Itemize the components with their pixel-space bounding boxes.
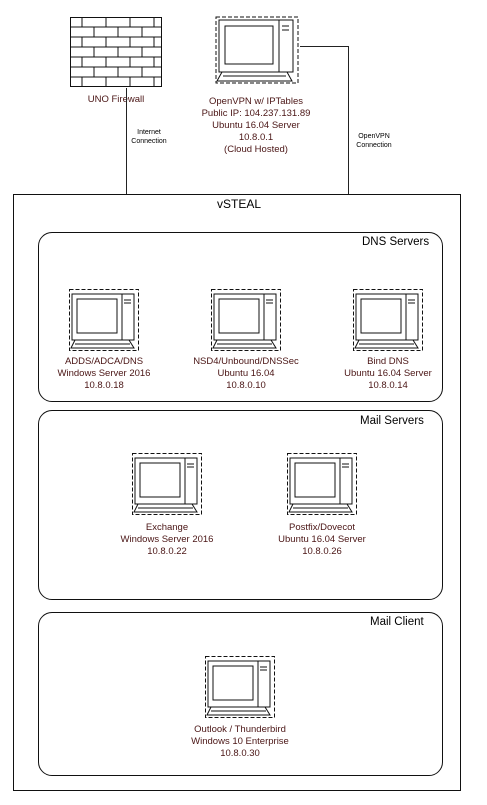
- dns-host-1-name: NSD4/Unbound/DNSSec: [193, 356, 299, 367]
- dns-host-1-computer-icon: [211, 289, 281, 351]
- dns-host-2-ip: 10.8.0.14: [368, 380, 408, 391]
- mail-client-title: Mail Client: [370, 616, 424, 628]
- internet-connection-label: Internet Connection: [131, 129, 167, 145]
- openvpn-connection-vertical: [348, 46, 349, 194]
- mail-servers-title: Mail Servers: [360, 415, 424, 427]
- client-host-0-computer-icon: [205, 656, 275, 718]
- dns-host-1-ip: 10.8.0.10: [226, 380, 266, 391]
- dns-host-0-os: Windows Server 2016: [57, 368, 151, 379]
- dns-host-0-ip: 10.8.0.18: [84, 380, 124, 391]
- firewall-label: UNO Firewall: [87, 94, 145, 105]
- firewall-icon: [70, 17, 162, 87]
- dns-host-0-computer-icon: [69, 289, 139, 351]
- mail-host-1-computer-icon: [287, 453, 357, 515]
- vpn-server-computer-icon: [215, 16, 299, 84]
- dns-host-2-os: Ubuntu 16.04 Server: [344, 368, 432, 379]
- openvpn-connection-horizontal: [300, 46, 348, 47]
- mail-host-1-ip: 10.8.0.26: [302, 546, 342, 557]
- vpn-line-2: Public IP: 104.237.131.89: [201, 108, 311, 119]
- vsteal-container: [13, 194, 461, 791]
- vpn-line-4: 10.8.0.1: [238, 132, 274, 143]
- vpn-line-5: (Cloud Hosted): [224, 144, 288, 155]
- mail-host-0-name: Exchange: [145, 522, 189, 533]
- mail-host-1-os: Ubuntu 16.04 Server: [278, 534, 366, 545]
- vsteal-title: vSTEAL: [217, 197, 262, 211]
- dns-host-1-os: Ubuntu 16.04: [217, 368, 275, 379]
- vpn-server-label: OpenVPN w/ IPTables Public IP: 104.237.1…: [180, 96, 332, 156]
- internet-connection-line: [126, 88, 127, 194]
- vpn-line-1: OpenVPN w/ IPTables: [209, 96, 303, 107]
- dns-servers-group: [38, 232, 443, 402]
- mail-host-0-ip: 10.8.0.22: [147, 546, 187, 557]
- client-host-0-name: Outlook / Thunderbird: [194, 724, 286, 735]
- vpn-line-3: Ubuntu 16.04 Server: [212, 120, 300, 131]
- mail-host-0-os: Windows Server 2016: [120, 534, 214, 545]
- openvpn-connection-label: OpenVPN Connection: [356, 133, 392, 149]
- dns-host-0-name: ADDS/ADCA/DNS: [64, 356, 144, 367]
- mail-client-group: [38, 612, 443, 776]
- mail-host-1-name: Postfix/Dovecot: [289, 522, 355, 533]
- client-host-0-ip: 10.8.0.30: [220, 748, 260, 759]
- dns-servers-title: DNS Servers: [362, 236, 430, 248]
- mail-host-0-computer-icon: [132, 453, 202, 515]
- client-host-0-os: Windows 10 Enterprise: [191, 736, 289, 747]
- mail-servers-group: [38, 410, 443, 600]
- dns-host-2-name: Bind DNS: [367, 356, 409, 367]
- dns-host-2-computer-icon: [353, 289, 423, 351]
